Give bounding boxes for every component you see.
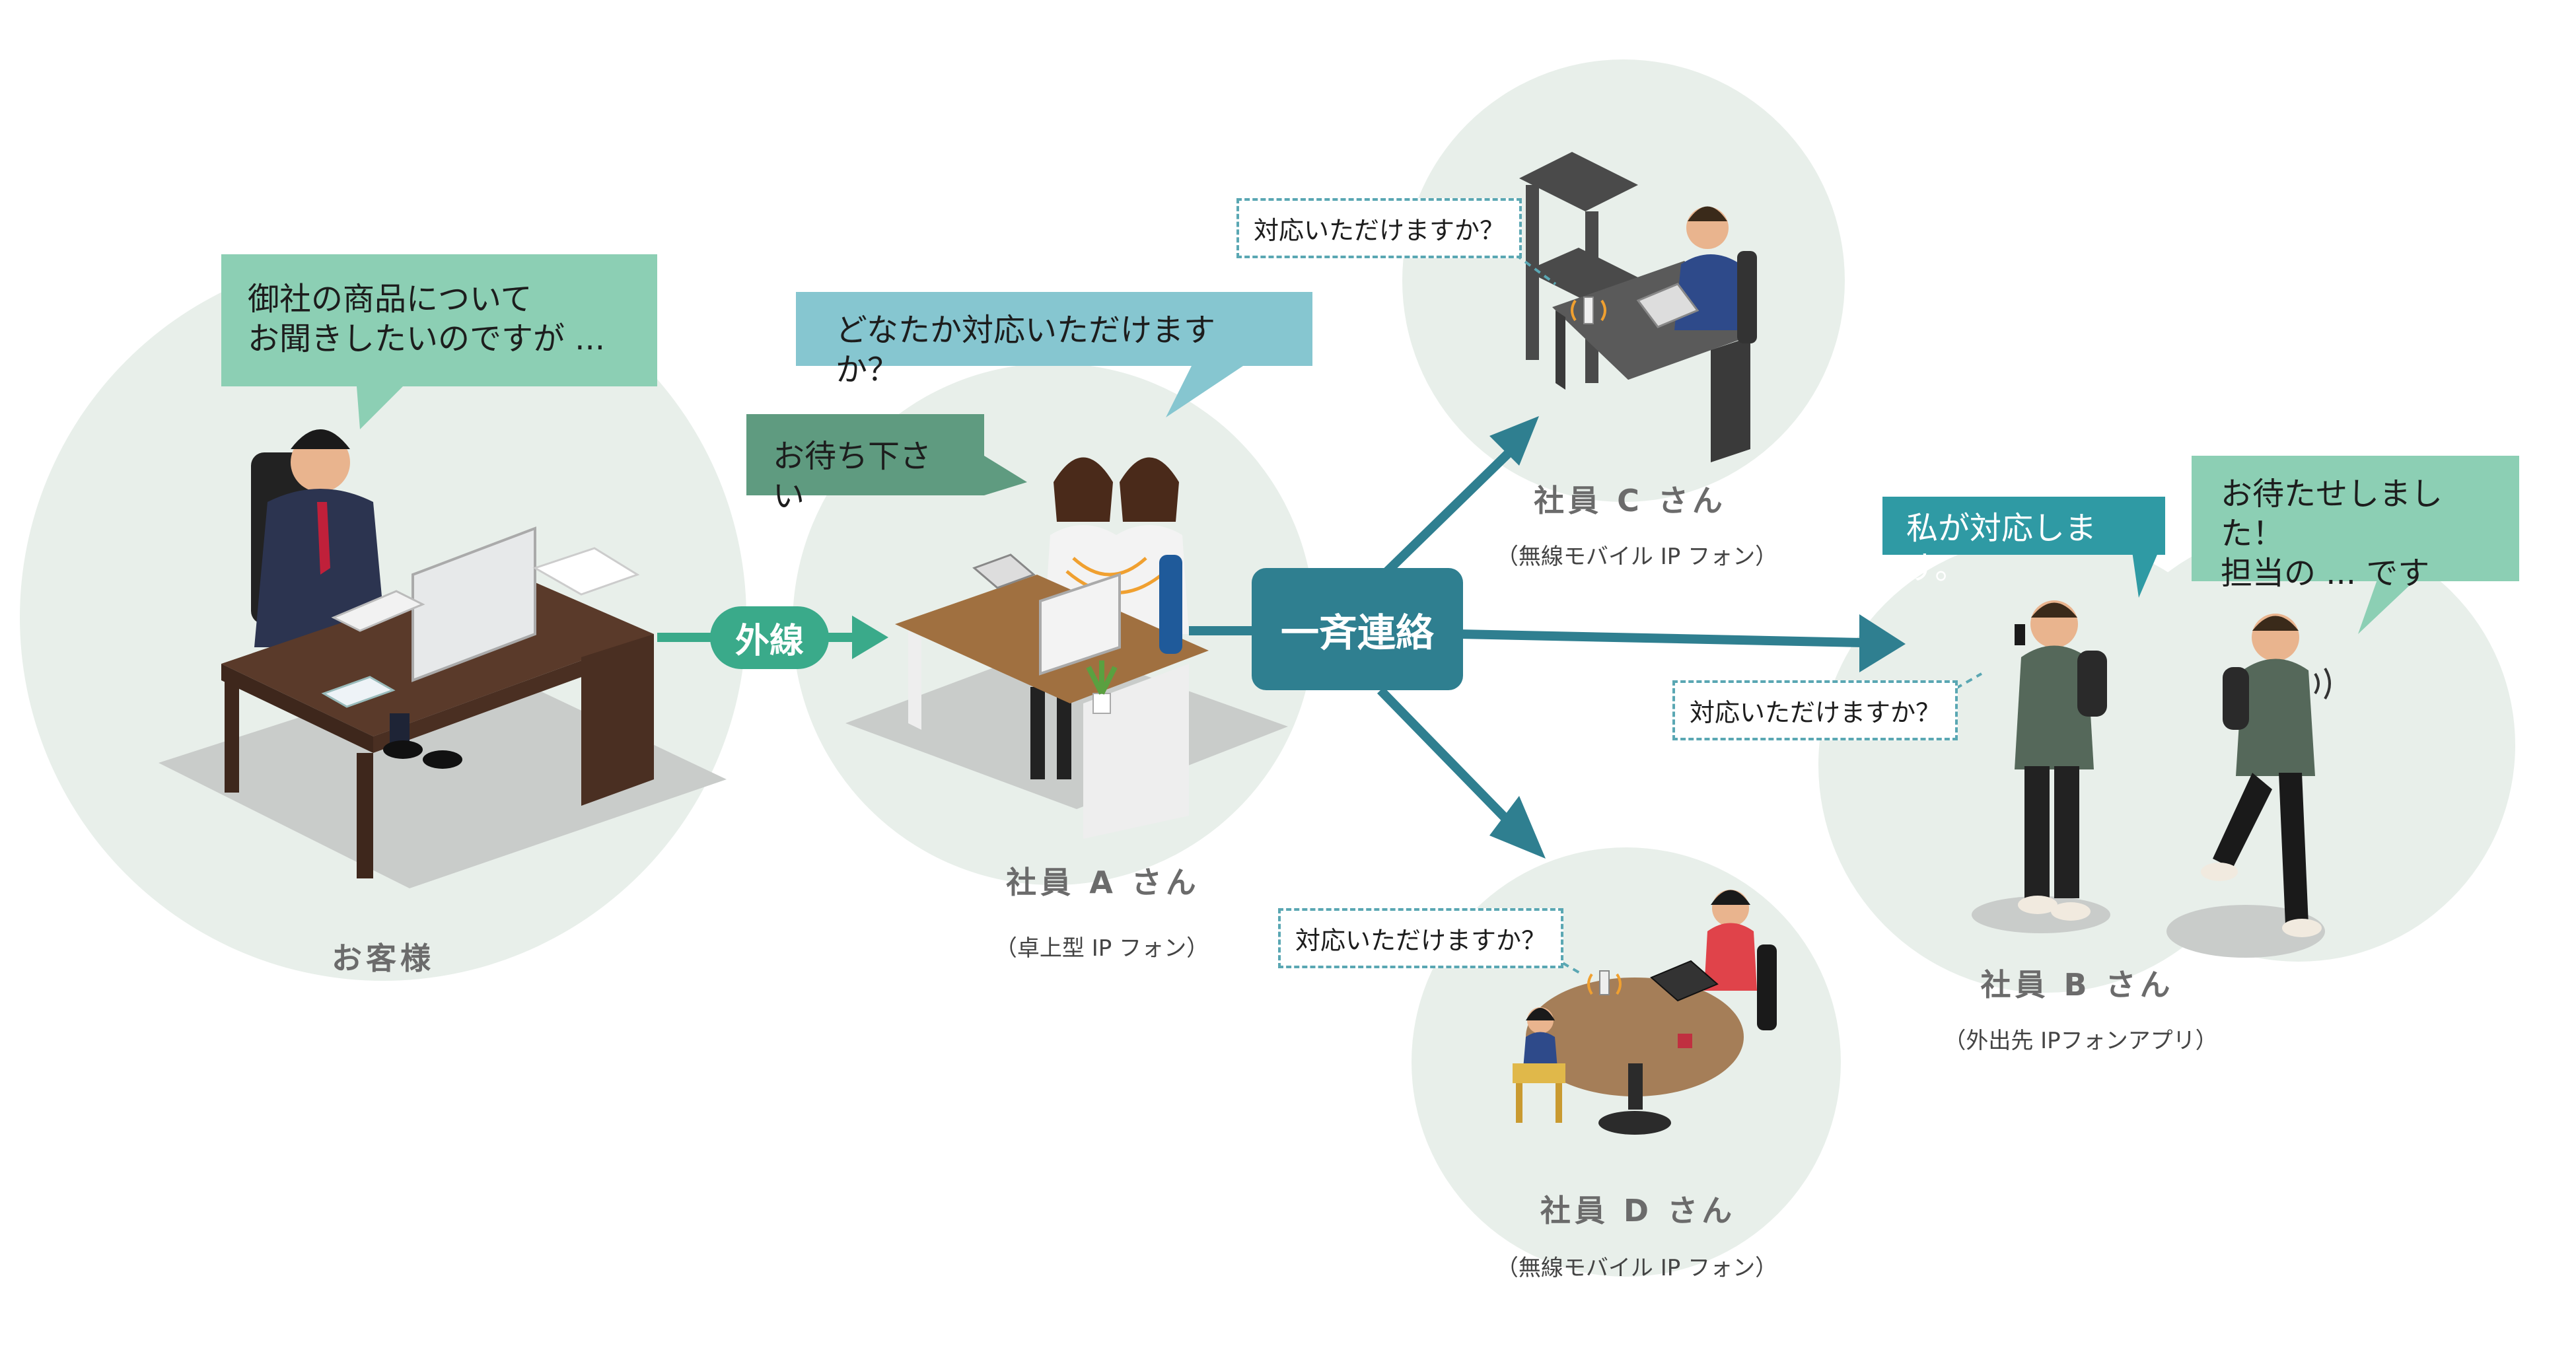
- smartphone-icon: [2015, 624, 2025, 645]
- b-prompt-tail: [1935, 672, 1982, 701]
- employee-b-label: 社員 B さん: [1980, 967, 2174, 1003]
- b-reply-bubble-tail: [2132, 551, 2159, 598]
- employee-a-main-bubble: どなたか対応いただけますか？: [796, 292, 1312, 388]
- customer-speech-bubble: 御社の商品について お聞きしたいのですが ...: [221, 254, 657, 386]
- employee-a-illustration: [845, 457, 1288, 839]
- c-prompt-tail: [1505, 246, 1557, 285]
- employee-b-prompt-callout: 対応いただけますか？: [1672, 680, 1958, 740]
- employee-a-wait-bubble: お待ち下さい: [746, 414, 984, 515]
- employee-d-device: （無線モバイル IP フォン）: [1495, 1255, 1778, 1281]
- employee-c-prompt-callout: 対応いただけますか？: [1236, 198, 1522, 258]
- employee-b-reply-bubble: 私が対応します。: [1882, 497, 2165, 587]
- mobile-ip-phone-icon: [1583, 297, 1594, 324]
- monitor-icon: [411, 526, 536, 682]
- customer-office-illustration: [159, 429, 727, 888]
- customer-speech-text: 御社の商品について お聞きしたいのですが ...: [248, 281, 606, 357]
- employee-a-wait-text: お待ち下さい: [773, 438, 932, 515]
- employee-b-customer-text: お待たせしました！ 担当の ... です: [2221, 476, 2443, 592]
- employee-b-prompt-text: 対応いただけますか？: [1690, 698, 1941, 727]
- employee-d-label: 社員 D さん: [1540, 1193, 1736, 1228]
- employee-d-prompt-text: 対応いただけますか？: [1295, 926, 1547, 955]
- customer-label: お客様: [332, 941, 435, 976]
- employee-a-main-text: どなたか対応いただけますか？: [836, 312, 1216, 388]
- gaisen-label: 外線: [734, 622, 804, 661]
- laptop-icon: [1636, 283, 1699, 328]
- employee-a-device: （卓上型 IP フォン）: [994, 935, 1209, 962]
- employee-c-illustration: [1519, 152, 1757, 462]
- laptop-icon: [1650, 960, 1719, 1002]
- employee-c-label: 社員 C さん: [1534, 483, 1727, 518]
- employee-c-device: （無線モバイル IP フォン）: [1495, 544, 1778, 570]
- employee-d-illustration: [1513, 890, 1777, 1135]
- gaisen-badge: 外線: [710, 606, 829, 669]
- broadcast-badge: 一斉連絡: [1252, 568, 1463, 690]
- broadcast-arrows: [1189, 416, 1906, 859]
- a-wait-bubble-tail: [984, 456, 1027, 495]
- b-customer-bubble-tail: [2358, 578, 2417, 634]
- broadcast-label: 一斉連絡: [1280, 610, 1434, 655]
- employee-a-label: 社員 A さん: [1006, 865, 1200, 900]
- d-prompt-tail: [1541, 950, 1583, 976]
- employee-c-prompt-text: 対応いただけますか？: [1254, 216, 1505, 245]
- employee-b-device: （外出先 IPフォンアプリ）: [1943, 1028, 2218, 1054]
- employee-b-customer-bubble: お待たせしました！ 担当の ... です: [2192, 456, 2519, 592]
- mobile-ip-phone-icon: [1599, 970, 1610, 995]
- employee-b-reply-text: 私が対応します。: [1906, 510, 2097, 587]
- employee-b-illustration: [1972, 600, 2331, 958]
- employee-d-prompt-callout: 対応いただけますか？: [1278, 908, 1564, 968]
- desk-phone-icon: [972, 553, 1036, 589]
- customer-bubble-tail: [357, 386, 403, 429]
- a-main-bubble-tail: [1166, 365, 1245, 417]
- monitor-icon: [1039, 573, 1121, 676]
